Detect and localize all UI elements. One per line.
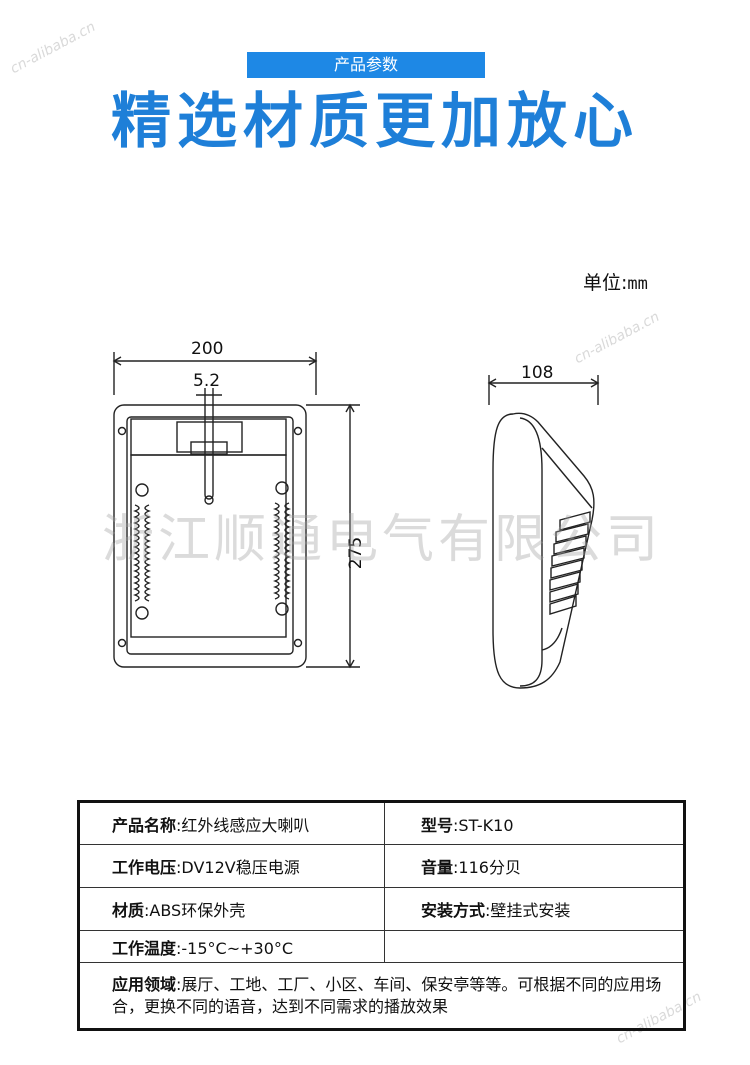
spec-key: 音量 xyxy=(421,858,454,877)
table-row: 材质:ABS环保外壳 安装方式:壁挂式安装 xyxy=(78,887,685,931)
spec-sep: : xyxy=(485,901,491,920)
spec-key: 工作温度 xyxy=(112,938,177,958)
spec-table: 产品名称:红外线感应大喇叭 型号:ST-K10 工作电压:DV12V稳压电源 音… xyxy=(77,800,686,1031)
spec-cell: 工作温度:-15°C~+30°C xyxy=(78,930,385,963)
technical-drawing: 200 5.2 275 108 xyxy=(112,339,600,689)
spec-value: 展厅、工地、工厂、小区、车间、保安亭等等。可根据不同的应用场合，更换不同的语音，… xyxy=(112,974,662,1016)
section-tag: 产品参数 xyxy=(247,52,485,78)
spec-key: 应用领域 xyxy=(112,974,177,994)
spec-cell: 型号:ST-K10 xyxy=(384,801,685,845)
unit-label: 单位:mm xyxy=(583,268,648,295)
spec-value: 红外线感应大喇叭 xyxy=(181,815,310,835)
spec-cell: 材质:ABS环保外壳 xyxy=(78,887,385,931)
spec-value: 116分贝 xyxy=(458,858,521,877)
dim-hole-spacing: 5.2 xyxy=(193,371,220,391)
spec-key: 工作电压 xyxy=(112,858,177,877)
spec-key: 安装方式 xyxy=(421,901,486,920)
table-row: 产品名称:红外线感应大喇叭 型号:ST-K10 xyxy=(78,801,685,845)
spec-sep: : xyxy=(144,901,150,920)
spec-value: DV12V稳压电源 xyxy=(181,858,300,877)
spec-cell: 工作电压:DV12V稳压电源 xyxy=(78,844,385,888)
spec-sep: : xyxy=(176,974,182,994)
spec-key: 型号 xyxy=(421,815,454,835)
table-row: 工作温度:-15°C~+30°C xyxy=(78,930,685,963)
table-row: 应用领域:展厅、工地、工厂、小区、车间、保安亭等等。可根据不同的应用场合，更换不… xyxy=(78,962,685,1030)
page-headline: 精选材质更加放心 xyxy=(111,87,639,157)
spec-key: 材质 xyxy=(112,901,145,920)
spec-cell: 安装方式:壁挂式安装 xyxy=(384,887,685,931)
spec-sep: : xyxy=(453,858,459,877)
spec-value: ABS环保外壳 xyxy=(149,901,246,920)
spec-key: 产品名称 xyxy=(112,815,177,835)
dim-depth: 108 xyxy=(521,363,553,383)
unit-value: mm xyxy=(627,274,648,294)
unit-sep: : xyxy=(621,272,628,294)
dim-height: 275 xyxy=(346,537,366,569)
spec-sep: : xyxy=(176,858,182,877)
dim-width: 200 xyxy=(191,339,223,359)
spec-cell: 音量:116分贝 xyxy=(384,844,685,888)
side-view xyxy=(487,375,600,689)
spec-value: ST-K10 xyxy=(458,815,514,835)
spec-sep: : xyxy=(453,815,459,835)
front-view xyxy=(112,352,360,669)
table-row: 工作电压:DV12V稳压电源 音量:116分贝 xyxy=(78,844,685,888)
spec-sep: : xyxy=(176,815,182,835)
spec-sep: : xyxy=(176,938,182,958)
spec-cell-empty xyxy=(384,930,685,963)
spec-value: 壁挂式安装 xyxy=(490,901,571,920)
spec-value: -15°C~+30°C xyxy=(181,938,294,958)
unit-key: 单位 xyxy=(583,272,622,294)
spec-cell-application: 应用领域:展厅、工地、工厂、小区、车间、保安亭等等。可根据不同的应用场合，更换不… xyxy=(78,962,685,1030)
spec-cell: 产品名称:红外线感应大喇叭 xyxy=(78,801,385,845)
